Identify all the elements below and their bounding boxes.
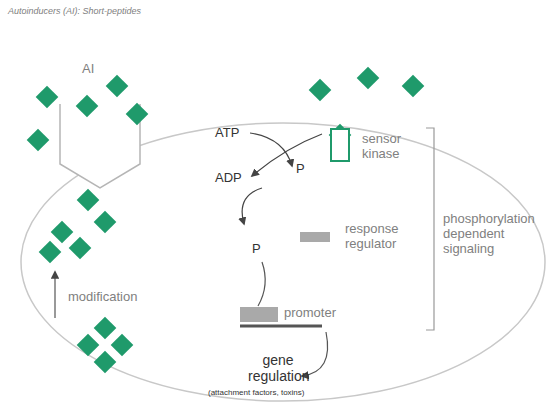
- modification-arrow: [54, 272, 55, 318]
- phosphate-label: P: [296, 162, 305, 177]
- transfer-arrow: [242, 188, 262, 224]
- autoinducer-diamond: [111, 334, 134, 357]
- autoinducer-diamond: [402, 75, 425, 98]
- phosphate-label: P: [252, 242, 261, 257]
- autoinducer-diamond: [94, 351, 117, 374]
- autoinducer-diamond: [69, 237, 92, 260]
- autoinducer-diamond: [36, 86, 59, 109]
- dna-line: [240, 325, 322, 328]
- autoinducer-diamond: [94, 211, 117, 234]
- transporter: [60, 104, 140, 188]
- phosphate-link: [258, 262, 265, 306]
- autoinducer-diamond: [94, 317, 117, 340]
- autoinducer-group: [27, 67, 425, 374]
- promoter-box: promoter: [240, 307, 278, 322]
- autoinducer-diamond: [106, 75, 129, 98]
- autoinducer-diamond: [309, 79, 332, 102]
- autoinducer-diamond: [39, 241, 62, 264]
- gene-examples-label: (attachment factors, toxins): [208, 388, 304, 397]
- title: Autoinducers (AI): Short-peptides: [8, 6, 141, 16]
- modification-label: modification: [68, 290, 137, 305]
- autoinducer-diamond: [126, 103, 149, 126]
- gene-regulation-label: gene regulation: [248, 352, 308, 384]
- autoinducer-diamond: [76, 95, 99, 118]
- bracket: [426, 128, 434, 330]
- adp-label: ADP: [215, 171, 242, 186]
- autoinducer-diamond: [27, 129, 50, 152]
- autoinducer-diamond: [77, 189, 100, 212]
- node-label: promoter: [284, 306, 336, 321]
- node-label: response regulator: [345, 222, 415, 252]
- node-label: sensor kinase: [362, 132, 422, 162]
- adp-arrow: [252, 134, 322, 176]
- sensor-kinase-box: sensor kinase: [330, 128, 350, 162]
- autoinducer-diamond: [357, 67, 380, 90]
- atp-label: ATP: [215, 126, 239, 141]
- response-regulator-box: response regulator: [300, 232, 330, 242]
- autoinducer-diamond: [51, 221, 74, 244]
- signaling-label: phosphorylation dependent signaling: [443, 212, 553, 257]
- autoinducer-diamond: [77, 334, 100, 357]
- ai-label: AI: [82, 62, 94, 77]
